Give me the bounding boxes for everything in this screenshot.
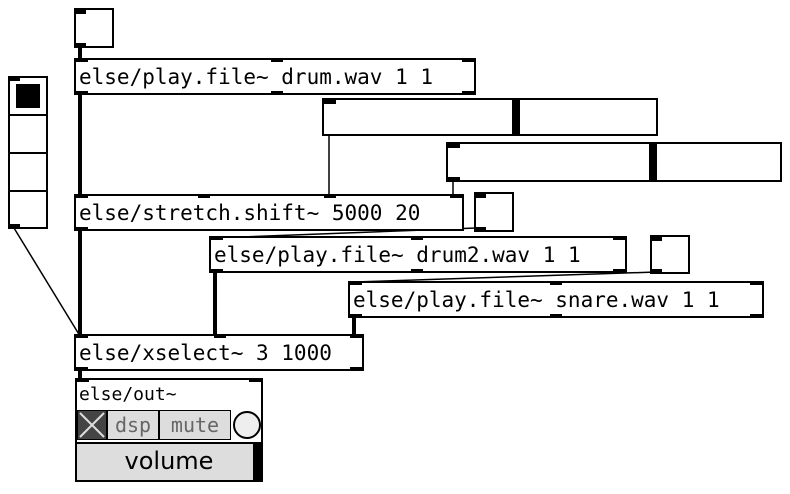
object-stretch-shift[interactable]: else/stretch.shift~ 5000 20 bbox=[74, 194, 464, 231]
out-panel[interactable]: else/out~ dsp mute volume bbox=[75, 378, 263, 482]
cord-radio-to-xselect bbox=[13, 227, 81, 337]
cord-bang3-to-snare bbox=[353, 271, 657, 283]
slider-knob[interactable] bbox=[512, 100, 520, 134]
object-label: else/play.file~ drum.wav 1 1 bbox=[79, 65, 434, 89]
bang-button-top[interactable] bbox=[74, 8, 114, 48]
object-label: else/play.file~ drum2.wav 1 1 bbox=[214, 243, 581, 267]
object-play-file-drum[interactable]: else/play.file~ drum.wav 1 1 bbox=[74, 58, 476, 95]
status-circle-icon[interactable] bbox=[233, 411, 261, 439]
slider-knob[interactable] bbox=[649, 144, 657, 180]
radio-cell-1[interactable] bbox=[10, 116, 46, 154]
radio-cell-2[interactable] bbox=[10, 154, 46, 192]
object-label: else/play.file~ snare.wav 1 1 bbox=[353, 288, 720, 312]
object-play-file-snare[interactable]: else/play.file~ snare.wav 1 1 bbox=[348, 281, 764, 318]
horizontal-slider-1[interactable] bbox=[322, 98, 658, 136]
radio-cell-0[interactable] bbox=[10, 78, 46, 116]
radio-selector[interactable] bbox=[8, 76, 48, 229]
mute-button[interactable]: mute bbox=[159, 410, 231, 440]
object-play-file-drum2[interactable]: else/play.file~ drum2.wav 1 1 bbox=[209, 236, 627, 273]
dsp-toggle[interactable] bbox=[77, 410, 107, 440]
volume-slider[interactable]: volume bbox=[77, 442, 261, 480]
radio-selected-marker bbox=[16, 84, 40, 108]
out-title: else/out~ bbox=[79, 384, 177, 405]
x-icon bbox=[79, 412, 105, 438]
dsp-button[interactable]: dsp bbox=[107, 410, 159, 440]
volume-slider-knob[interactable] bbox=[253, 444, 261, 480]
object-label: else/stretch.shift~ 5000 20 bbox=[79, 201, 421, 225]
horizontal-slider-2[interactable] bbox=[446, 142, 782, 182]
bang-button-3[interactable] bbox=[650, 235, 690, 274]
bang-button-2[interactable] bbox=[474, 192, 514, 232]
object-label: else/xselect~ 3 1000 bbox=[79, 341, 332, 365]
object-xselect[interactable]: else/xselect~ 3 1000 bbox=[74, 334, 364, 371]
volume-label: volume bbox=[124, 447, 214, 475]
